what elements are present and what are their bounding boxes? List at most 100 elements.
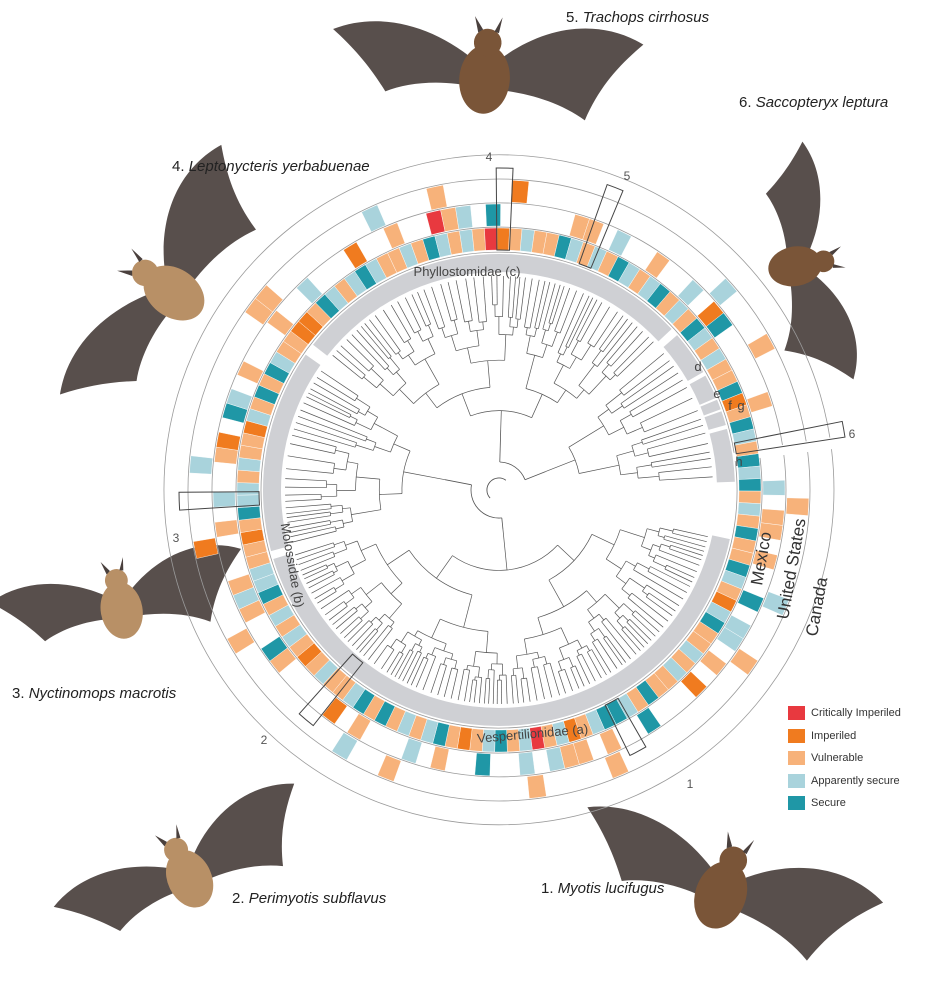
tree-arc-288 [334, 526, 337, 532]
tree-branch-273 [294, 542, 334, 556]
bat-body-2 [165, 850, 214, 908]
tree-branch-253 [311, 577, 341, 594]
tree-branch-303 [330, 504, 343, 507]
tree-branch-228 [343, 620, 363, 639]
status-cell-us-10 [737, 589, 764, 613]
status-cell-us-70 [236, 360, 264, 384]
tree-branch-466 [542, 283, 556, 330]
callout-box-4 [495, 167, 514, 251]
status-cell-canada-60 [189, 455, 213, 475]
tree-branch-143 [492, 669, 495, 704]
tree-branch-144 [488, 678, 491, 704]
tree-arc-33 [633, 562, 638, 570]
tree-branch-561 [658, 466, 712, 473]
tree-branch-21 [653, 560, 666, 568]
tree-branch-354 [320, 370, 359, 397]
tree-arc-543 [619, 420, 628, 435]
bat-wing-right-5 [489, 28, 644, 121]
tree-arc-419 [445, 333, 458, 338]
tree-branch-153 [473, 680, 478, 703]
tree-arc-78 [592, 638, 598, 643]
tree-branch-185 [443, 643, 447, 652]
tree-branch-271 [333, 548, 348, 555]
family-label-e: e [713, 386, 720, 401]
tree-arc-355 [354, 395, 359, 401]
tree-arc-262 [325, 564, 329, 569]
tree-branch-524 [500, 410, 502, 431]
tree-branch-203 [390, 638, 397, 648]
tree-arc-264 [333, 563, 338, 571]
tree-branch-90 [581, 653, 596, 682]
legend-swatch [788, 706, 805, 721]
tree-branch-201 [373, 644, 388, 665]
tree-branch-406 [427, 338, 436, 354]
tree-arc-266 [347, 561, 355, 574]
tree-branch-49 [606, 558, 622, 570]
tree-branch-441 [512, 276, 516, 318]
status-cell-canada-9 [762, 591, 790, 616]
tree-branch-235 [355, 603, 363, 610]
callout-box-3 [178, 491, 261, 511]
tree-arc-74 [603, 635, 607, 639]
tree-branch-467 [548, 284, 561, 323]
bat-wing-left-6 [765, 141, 821, 264]
tree-branch-27 [620, 529, 645, 538]
tree-branch-453 [487, 360, 491, 388]
tree-arc-224 [375, 616, 383, 624]
tree-branch-332 [293, 428, 356, 448]
tree-branch-312 [284, 486, 327, 489]
tree-branch-382 [389, 357, 400, 370]
tree-branch-416 [447, 282, 458, 320]
tree-arc-347 [354, 419, 358, 426]
family-band-b [262, 354, 321, 552]
tree-branch-117 [537, 652, 540, 659]
tree-branch-217 [356, 628, 376, 650]
tree-branch-297 [286, 511, 331, 518]
tree-branch-268 [300, 556, 335, 571]
status-cell-us-2 [762, 480, 786, 496]
tree-branch-348 [355, 422, 372, 431]
status-cell-mexico-68 [236, 482, 260, 496]
tree-branch-352 [358, 411, 366, 416]
tree-branch-481 [557, 293, 584, 353]
tree-branch-369 [340, 345, 370, 372]
status-cell-canada-49 [226, 628, 255, 655]
bat-ears-3 [100, 557, 124, 575]
tree-arc-173 [440, 663, 447, 666]
tree-branch-526 [623, 360, 670, 396]
tree-branch-265 [335, 560, 349, 568]
tree-branch-160 [457, 669, 465, 701]
tree-arc-519 [553, 382, 577, 399]
tree-branch-51 [591, 533, 615, 546]
status-cell-us-44 [322, 697, 348, 725]
family-band-f [700, 399, 721, 416]
tree-branch-528 [605, 392, 622, 406]
tree-branch-239 [324, 601, 345, 616]
status-cell-mexico-2 [738, 478, 762, 492]
tree-branch-76 [597, 638, 618, 669]
status-cell-us-38 [401, 737, 423, 764]
tree-branch-443 [509, 317, 511, 327]
tree-branch-172 [430, 663, 442, 694]
species-name-6: Saccopteryx leptura [756, 94, 889, 111]
callout-number-6: 6 [849, 427, 856, 441]
tree-arc-363 [401, 450, 411, 494]
status-cell-us-68 [226, 388, 253, 410]
tree-branch-47 [615, 576, 627, 584]
callout-number-2: 2 [261, 733, 268, 747]
tree-branch-499 [553, 364, 564, 384]
status-cell-us-17 [680, 671, 707, 698]
tree-branch-487 [556, 353, 561, 363]
tree-branch-229 [340, 616, 360, 634]
status-cell-canada-88 [510, 180, 530, 204]
tree-branch-100 [564, 669, 573, 692]
callout-box-1 [604, 697, 647, 757]
tree-arc-251 [333, 587, 337, 592]
tree-branch-60 [624, 626, 645, 648]
tree-arc-393 [404, 338, 411, 343]
tree-branch-344 [308, 392, 352, 416]
tree-branch-482 [565, 295, 590, 347]
tree-branch-552 [649, 443, 708, 457]
status-cell-canada-83 [425, 184, 448, 211]
